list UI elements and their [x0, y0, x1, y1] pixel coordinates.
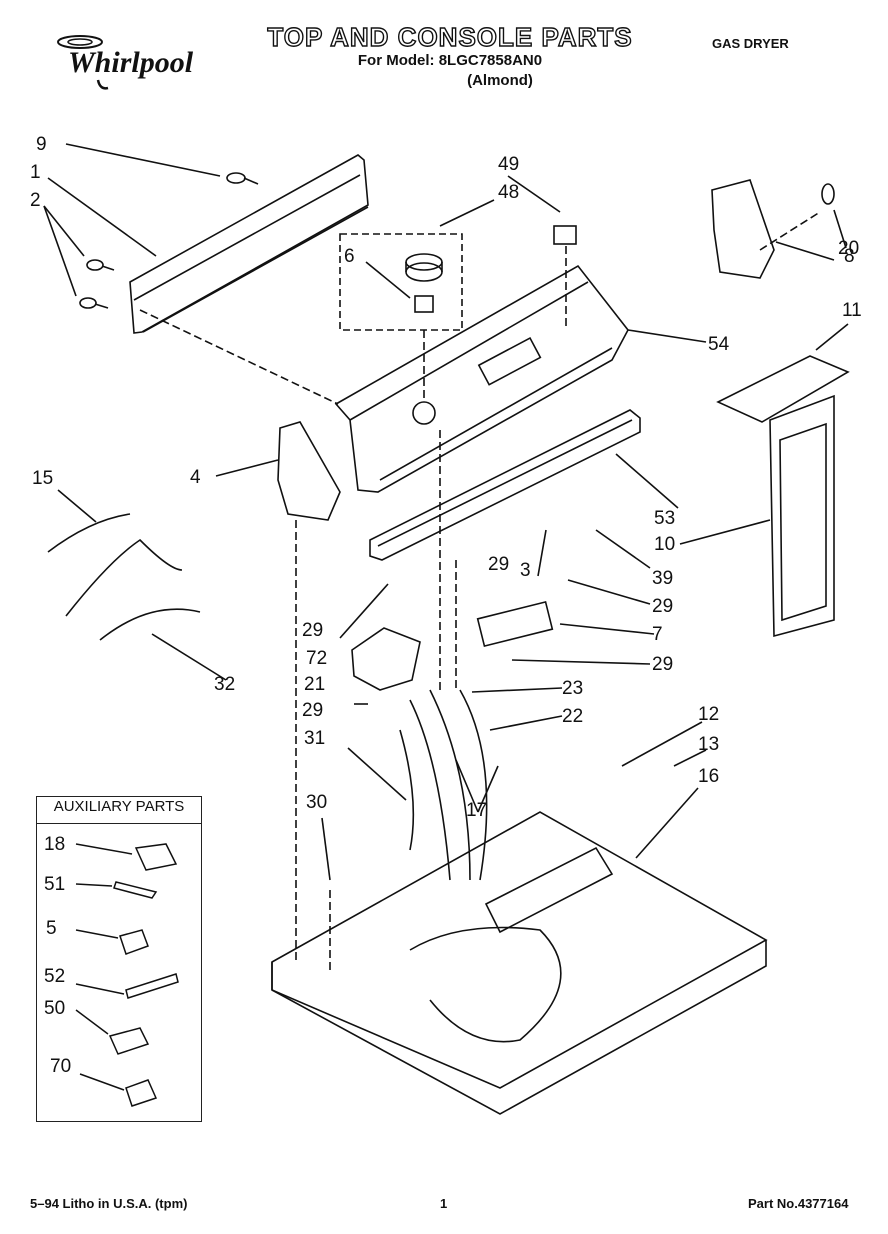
part-5 — [119, 929, 149, 955]
brand-wordmark: Whirlpool — [68, 46, 194, 79]
color-line: (Almond) — [467, 72, 533, 89]
harness-bottom — [409, 926, 562, 1043]
callout-4: 4 — [190, 467, 201, 488]
console-backsplash — [334, 264, 629, 493]
page-title: TOP AND CONSOLE PARTS — [267, 21, 633, 52]
callout-54: 54 — [708, 334, 730, 355]
callout-29e: 29 — [302, 700, 323, 721]
part-52 — [125, 973, 179, 999]
aux-callout-18: 18 — [44, 834, 65, 855]
callout-11: 11 — [842, 300, 862, 321]
rear-panel — [129, 154, 369, 334]
part-18 — [134, 843, 178, 871]
callout-20: 20 — [838, 238, 859, 259]
callout-9: 9 — [36, 134, 47, 155]
auxiliary-parts-box — [36, 796, 202, 1122]
aux-callout-70: 70 — [50, 1056, 71, 1077]
aux-callout-51: 51 — [44, 874, 65, 895]
timer-72 — [351, 627, 421, 691]
callout-16: 16 — [698, 766, 719, 787]
door-frame-10 — [769, 394, 835, 638]
litho-line: 5–94 Litho in U.S.A. (tpm) — [30, 1196, 188, 1211]
board-7 — [476, 600, 554, 648]
callout-12: 12 — [698, 704, 719, 725]
callout-7: 7 — [652, 624, 663, 645]
callout-31: 31 — [304, 728, 325, 749]
bracket-8 — [711, 179, 775, 279]
callout-48: 48 — [498, 182, 519, 203]
callout-13: 13 — [698, 734, 719, 755]
callout-21: 21 — [304, 674, 325, 695]
screw-2b — [79, 297, 109, 309]
knob-6 — [405, 253, 443, 313]
callout-3: 3 — [520, 560, 531, 581]
screw-9 — [226, 172, 259, 185]
part-70 — [125, 1079, 158, 1107]
callout-6: 6 — [344, 246, 355, 267]
auxiliary-parts-drawings: 18 51 5 52 50 70 — [44, 834, 179, 1107]
callout-8: 8 — [844, 246, 855, 267]
aux-callout-50: 50 — [44, 998, 65, 1019]
aux-callout-5: 5 — [46, 918, 57, 939]
button-49 — [553, 225, 577, 245]
callout-29c: 29 — [302, 620, 323, 641]
console-panel-53 — [369, 409, 641, 561]
screw-2a — [86, 259, 115, 271]
callout-17: 17 — [466, 800, 487, 821]
callout-arrows — [43, 143, 849, 881]
part-51 — [113, 881, 158, 899]
callout-29d: 29 — [652, 654, 673, 675]
callout-15: 15 — [32, 468, 53, 489]
harness-32 — [65, 538, 201, 641]
aux-callout-52: 52 — [44, 966, 65, 987]
callout-32: 32 — [214, 674, 235, 695]
callout-23: 23 — [562, 678, 583, 699]
callout-29b: 29 — [652, 596, 673, 617]
callout-2: 2 — [30, 190, 41, 211]
callout-22: 22 — [562, 706, 583, 727]
callout-10: 10 — [654, 534, 675, 555]
callout-39: 39 — [652, 568, 673, 589]
part-number: Part No.4377164 — [748, 1196, 849, 1211]
model-line: For Model: 8LGC7858AN0 — [357, 52, 543, 69]
callout-30: 30 — [306, 792, 327, 813]
auxiliary-divider — [36, 823, 202, 824]
callout-72: 72 — [306, 648, 327, 669]
callout-49: 49 — [498, 154, 519, 175]
callout-1: 1 — [30, 162, 41, 183]
top-panel-16 — [271, 811, 768, 1089]
product-type: GAS DRYER — [712, 36, 789, 51]
whirlpool-logo: Whirlpool — [40, 28, 210, 92]
page-number: 1 — [440, 1196, 448, 1211]
callout-53: 53 — [654, 508, 675, 529]
end-cap-4 — [277, 421, 341, 521]
door-11 — [716, 355, 850, 423]
screw-20 — [821, 183, 835, 205]
harness-15 — [47, 513, 131, 553]
part-50 — [108, 1027, 150, 1055]
callout-29a: 29 — [488, 554, 509, 575]
main-harness — [399, 689, 488, 881]
auxiliary-parts-title: AUXILIARY PARTS — [53, 798, 185, 815]
